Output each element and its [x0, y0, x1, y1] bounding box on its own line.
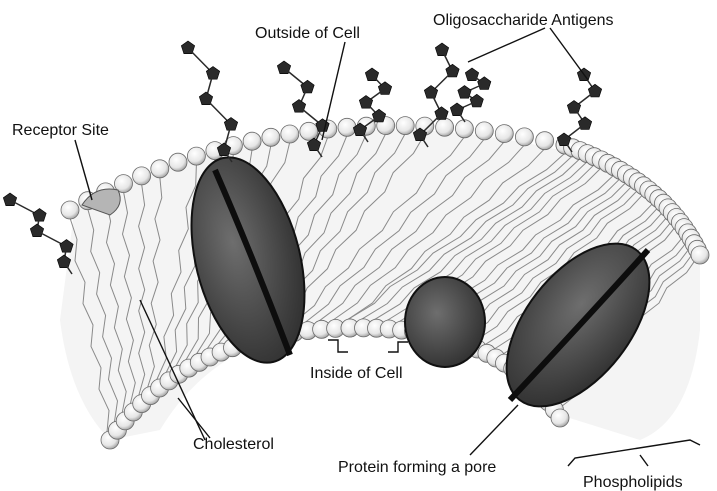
- phospholipid-head: [475, 122, 493, 140]
- phospholipid-head: [455, 120, 473, 138]
- phospholipid-head: [61, 201, 79, 219]
- leader-inside-bracket-right: [388, 342, 408, 352]
- phospholipid-head: [151, 160, 169, 178]
- phospholipid-head: [515, 128, 533, 146]
- phospholipid-head: [338, 118, 356, 136]
- label-outside-of-cell: Outside of Cell: [255, 25, 360, 42]
- phospholipid-head: [495, 125, 513, 143]
- label-oligosaccharide-antigens: Oligosaccharide Antigens: [433, 12, 614, 29]
- oligosaccharide-chain: [557, 68, 601, 152]
- phospholipid-head: [536, 132, 554, 150]
- leader-oligosaccharide-1: [468, 28, 545, 62]
- leader-receptor-site: [75, 140, 92, 200]
- leader-protein-pore: [470, 405, 518, 455]
- label-phospholipids: Phospholipids: [583, 474, 683, 491]
- leader-cholesterol-2: [178, 398, 210, 438]
- leader-oligosaccharide-2: [550, 28, 588, 80]
- leader-phospholipids: [640, 455, 648, 466]
- phospholipid-head: [396, 117, 414, 135]
- globular-protein: [405, 277, 485, 367]
- phospholipids-bracket: [568, 440, 700, 466]
- phospholipid-head: [691, 246, 709, 264]
- phospholipid-head: [551, 409, 569, 427]
- phospholipid-head: [187, 147, 205, 165]
- phospholipid-head: [300, 122, 318, 140]
- phospholipid-head: [169, 153, 187, 171]
- phospholipid-head: [262, 128, 280, 146]
- leader-inside-bracket-left: [328, 340, 348, 352]
- phospholipid-head: [436, 118, 454, 136]
- phospholipid-head: [281, 125, 299, 143]
- label-protein-pore: Protein forming a pore: [338, 459, 496, 476]
- phospholipid-head: [133, 167, 151, 185]
- label-cholesterol: Cholesterol: [193, 436, 274, 453]
- label-inside-of-cell: Inside of Cell: [310, 365, 403, 382]
- label-receptor-site: Receptor Site: [12, 122, 109, 139]
- phospholipid-head: [243, 132, 261, 150]
